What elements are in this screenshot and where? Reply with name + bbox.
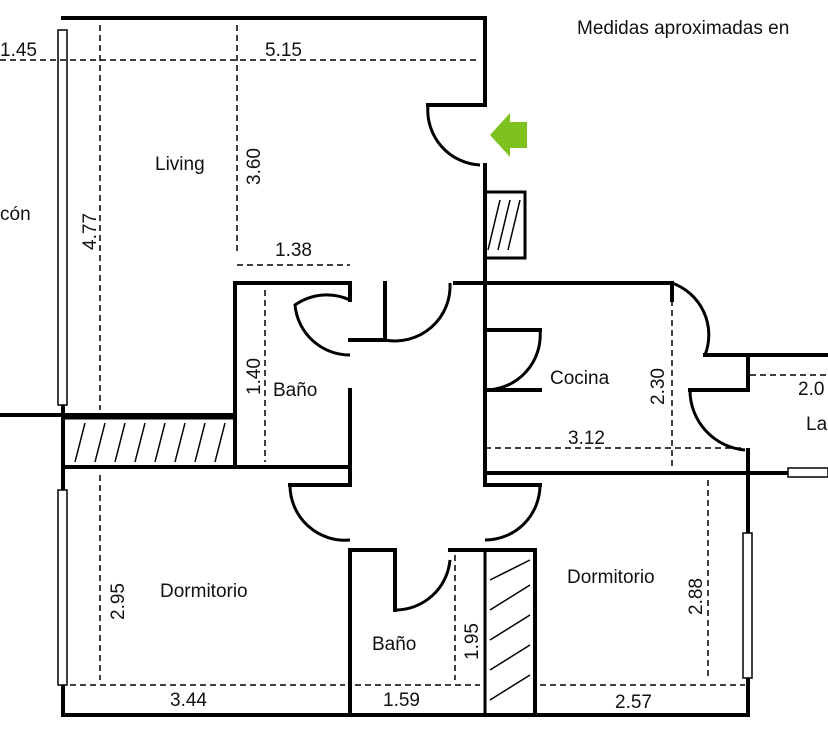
room-cocina: Cocina (550, 368, 610, 389)
dim-living-width: 5.15 (265, 40, 302, 61)
dim-dorm2-width: 2.57 (615, 692, 652, 713)
dim-dorm1-depth: 2.95 (108, 583, 129, 620)
dim-balcon-width: 1.45 (0, 40, 37, 61)
dimension-labels: 1.45 5.15 3.60 4.77 1.38 1.40 2.30 3.12 … (0, 40, 824, 713)
dim-bano2-depth: 1.95 (462, 623, 483, 660)
dim-bano1-width: 1.38 (275, 240, 312, 261)
room-balcon: cón (0, 204, 31, 225)
entry-arrow-icon (490, 113, 527, 157)
measurement-note: Medidas aproximadas en (577, 18, 790, 39)
bedroom-window (57, 489, 68, 686)
room-dormitorio-1: Dormitorio (160, 581, 248, 602)
room-living: Living (155, 154, 205, 175)
room-dormitorio-2: Dormitorio (567, 567, 655, 588)
room-bano-2: Baño (372, 634, 416, 655)
laundry-window (787, 467, 828, 478)
doors (288, 104, 746, 612)
windows (57, 29, 828, 686)
dim-cocina-depth: 2.30 (648, 368, 669, 405)
dim-living-depth: 3.60 (244, 148, 265, 185)
dim-bano2-width: 1.59 (383, 690, 420, 711)
dim-cocina-width: 3.12 (568, 428, 605, 449)
dim-lavadero-width: 2.0 (798, 379, 824, 400)
dimension-lines (0, 25, 828, 686)
dim-dorm2-depth: 2.88 (686, 578, 707, 615)
dim-bano1-depth: 1.40 (244, 358, 265, 395)
room-labels: Living cón Baño Cocina La Dormitorio Bañ… (0, 154, 828, 655)
bedroom-window-2 (742, 532, 753, 679)
balcony-window (57, 29, 68, 406)
room-bano-1: Baño (273, 380, 317, 401)
room-lavadero: La (806, 414, 828, 435)
dim-balcon-depth: 4.77 (80, 213, 101, 250)
closets-stairs (61, 190, 537, 717)
dim-dorm1-width: 3.44 (170, 690, 207, 711)
